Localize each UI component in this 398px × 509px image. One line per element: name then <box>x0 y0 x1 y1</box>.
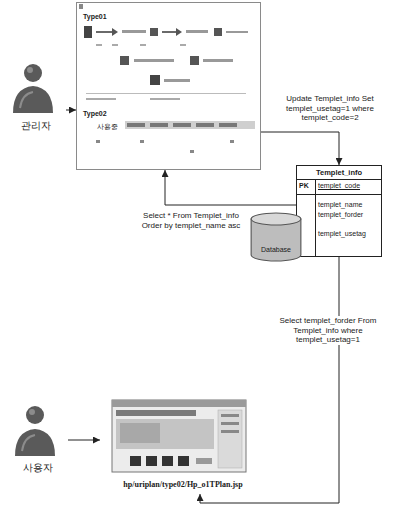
table-rule <box>297 179 381 180</box>
database-label: Database <box>250 246 302 254</box>
screenshot-content <box>79 4 255 153</box>
flow-connector <box>68 440 100 441</box>
screenshot-content <box>112 400 246 472</box>
field-name: templet_name <box>318 201 362 209</box>
actor-label: 관리자 <box>6 120 66 132</box>
field-name: templet_usetag <box>318 230 366 238</box>
query-label: Select * From Templet_info Order by temp… <box>132 211 250 230</box>
field-name: templet_forder <box>318 211 363 219</box>
table-name: Templet_info <box>297 168 381 177</box>
flow-connector <box>165 170 296 205</box>
query-label: Select templet_forder From Templet_info … <box>266 316 390 345</box>
table-rule <box>297 194 381 195</box>
page-caption: hp/uriplan/type02/Hp_o1TPlan.jsp <box>100 480 266 490</box>
screenshot-node: hp/uriplan/type02/Hp_o1TPlan.jsp <box>100 398 266 494</box>
table-box: Templet_infoPK templet_code templet_namete… <box>296 165 382 257</box>
actor-node: 사용자 <box>8 400 68 476</box>
key-label: PK <box>299 182 309 190</box>
type-label: Type02 <box>83 110 107 118</box>
person-icon <box>15 406 55 456</box>
person-icon <box>13 64 53 113</box>
field-name: templet_code <box>318 182 360 190</box>
actor-node: 관리자 <box>6 58 66 136</box>
actor-label: 사용자 <box>8 462 68 474</box>
type-label: Type01 <box>83 13 107 21</box>
flow-connector <box>66 110 76 111</box>
query-label: Update Templet_info Set templet_usetag=1… <box>266 94 394 123</box>
table-rule <box>315 179 316 256</box>
cylinder-outline <box>250 212 302 262</box>
database-cylinder: Database <box>250 212 302 262</box>
flow-connector <box>261 132 339 165</box>
status-label: 사용중 <box>97 123 118 131</box>
screenshot-node: Type01Type02 사용중 <box>76 2 261 170</box>
flow-connector <box>200 257 339 503</box>
